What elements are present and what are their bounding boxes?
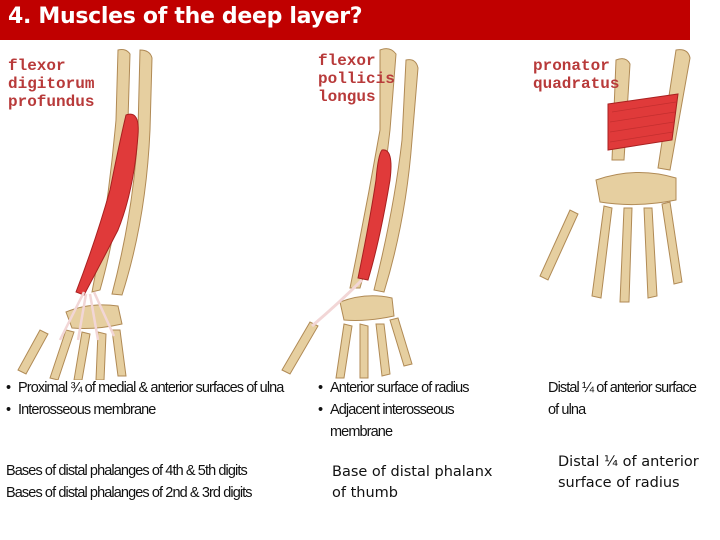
finger-bone: [643, 207, 658, 299]
origin-fdp: Proximal ¾ of medial & anterior surfaces…: [6, 377, 306, 421]
thumb-bone: [17, 329, 49, 375]
ulna-bone: [373, 59, 419, 293]
forearm-illustration-pq: [539, 49, 691, 303]
finger-bone: [389, 317, 413, 367]
finger-bone: [95, 331, 107, 380]
page-title: 4. Muscles of the deep layer?: [8, 4, 363, 29]
pq-fibers: [609, 101, 677, 143]
fpl-muscle: [357, 149, 392, 281]
title-bar: 4. Muscles of the deep layer?: [0, 0, 690, 40]
origin-item: Anterior surface of radius: [318, 377, 518, 399]
origin-item: Adjacent interosseous membrane: [318, 399, 518, 443]
fpl-tendon: [311, 278, 364, 328]
insertion-fpl: Base of distal phalanx of thumb: [332, 464, 493, 501]
fdp-muscle: [75, 113, 139, 296]
thumb-bone: [281, 321, 319, 375]
forearm-illustration-fpl: [281, 48, 419, 379]
insertion-item: Bases of distal phalanges of 2nd & 3rd d…: [6, 485, 253, 501]
carpal-bones: [595, 172, 677, 206]
insertion-pq: Distal ¼ of anterior surface of radius: [558, 454, 699, 491]
insertion-item: Bases of distal phalanges of 4th & 5th d…: [6, 463, 248, 479]
finger-bone: [73, 331, 91, 380]
origin-pq: Distal ¼ of anterior surface of ulna: [548, 377, 698, 421]
forearm-illustration-fdp: [17, 49, 153, 380]
finger-bone: [335, 323, 353, 379]
ulna-bone: [111, 49, 153, 296]
origin-item: Proximal ¾ of medial & anterior surfaces…: [6, 377, 306, 399]
thumb-bone: [539, 209, 579, 281]
finger-bone: [375, 323, 391, 377]
pq-muscle: [607, 93, 679, 151]
finger-bone: [661, 201, 683, 285]
origin-fpl: Anterior surface of radius Adjacent inte…: [318, 377, 518, 443]
finger-bone: [359, 323, 369, 379]
insertion-fdp: Bases of distal phalanges of 4th & 5th d…: [6, 460, 316, 504]
finger-bone: [619, 207, 633, 303]
origin-item: Interosseous membrane: [6, 399, 306, 421]
muscle-label-fdp: flexor digitorum profundus: [8, 57, 95, 111]
origin-item: Distal ¼ of anterior surface of ulna: [548, 380, 697, 418]
fdp-tendons: [58, 291, 116, 341]
muscle-label-fpl: flexor pollicis longus: [318, 52, 395, 106]
radius-bone: [91, 49, 131, 293]
finger-bone: [111, 329, 127, 377]
muscle-label-pq: pronator quadratus: [533, 57, 620, 93]
finger-bone: [591, 205, 613, 299]
finger-bone: [49, 329, 75, 380]
carpal-bones: [339, 295, 395, 321]
